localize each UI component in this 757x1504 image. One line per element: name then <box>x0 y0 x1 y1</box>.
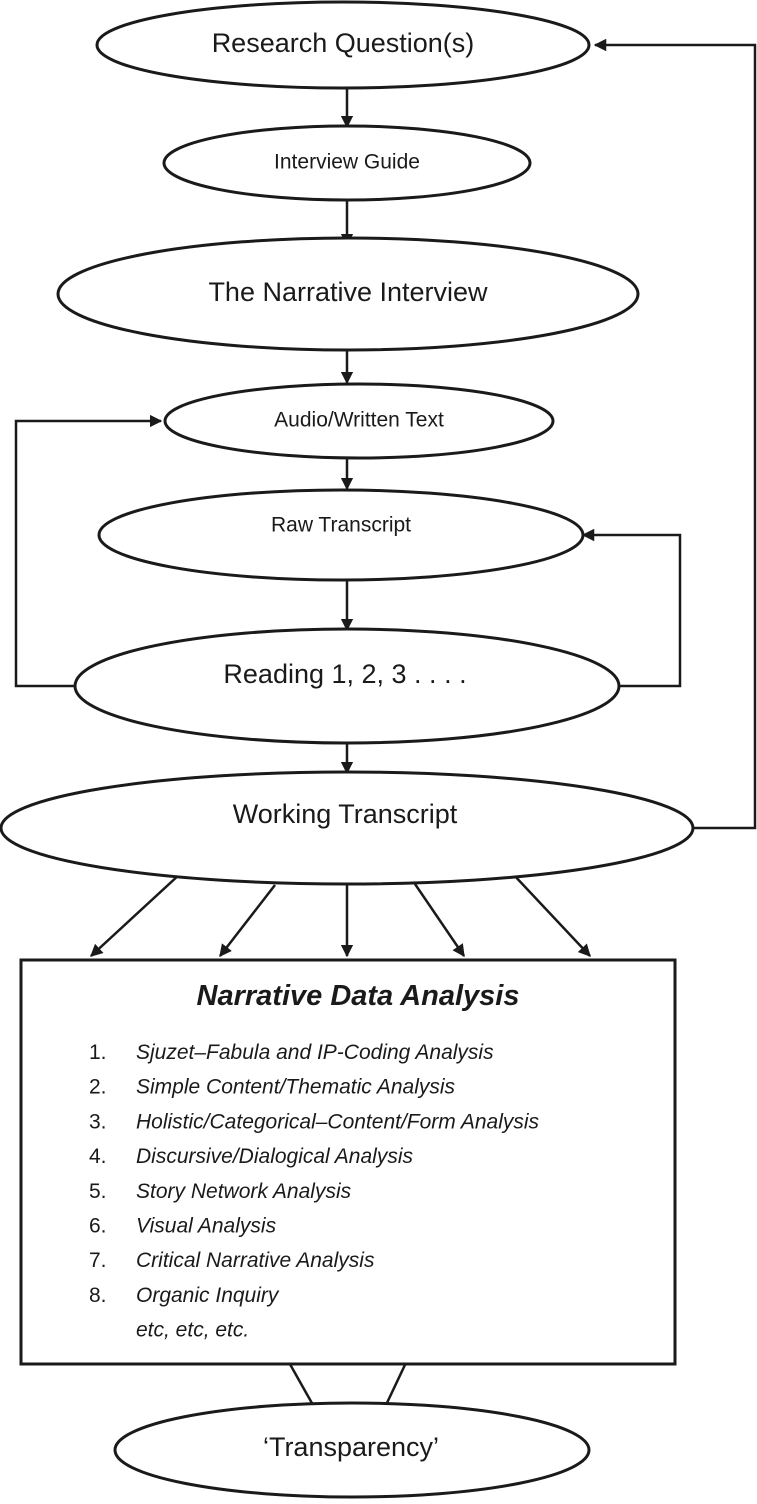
analysis-item-text: Critical Narrative Analysis <box>136 1249 375 1272</box>
analysis-item-text: Sjuzet–Fabula and IP-Coding Analysis <box>136 1041 494 1064</box>
node-research-question: Research Question(s) <box>95 0 591 90</box>
node-audio-written-text: Audio/Written Text <box>163 382 555 460</box>
analysis-item: 1. Sjuzet–Fabula and IP-Coding Analysis <box>89 1041 494 1064</box>
analysis-item-text: Visual Analysis <box>136 1215 277 1238</box>
analysis-item-number: 5. <box>89 1180 107 1203</box>
node-reading: Reading 1, 2, 3 . . . . <box>73 627 621 745</box>
node-narrative-interview: The Narrative Interview <box>56 236 640 352</box>
analysis-item-text: Organic Inquiry <box>136 1284 280 1307</box>
analysis-item-number: 8. <box>89 1284 107 1307</box>
edge-reading-feedback-audio <box>14 414 163 688</box>
node-label: Reading 1, 2, 3 . . . . <box>223 659 466 689</box>
analysis-box-title: Narrative Data Analysis <box>197 980 520 1012</box>
analysis-item: etc, etc, etc. <box>136 1319 249 1342</box>
edge-working-to-analysis-1 <box>90 873 181 957</box>
analysis-item-text: Story Network Analysis <box>136 1180 352 1203</box>
node-label: Interview Guide <box>274 151 420 174</box>
edge-working-feedback-research <box>593 38 757 830</box>
edge-working-to-analysis-2 <box>219 884 276 957</box>
node-label: Research Question(s) <box>212 28 475 58</box>
analysis-item-list: 1. Sjuzet–Fabula and IP-Coding Analysis 2.… <box>89 1041 540 1342</box>
analysis-item-text: Simple Content/Thematic Analysis <box>136 1076 456 1099</box>
analysis-item-number: 2. <box>89 1076 107 1099</box>
node-label: ‘Transparency’ <box>263 1432 439 1462</box>
analysis-item-text: Discursive/Dialogical Analysis <box>136 1145 413 1168</box>
analysis-item-text: etc, etc, etc. <box>136 1319 249 1342</box>
analysis-item: 5. Story Network Analysis <box>89 1180 352 1203</box>
node-transparency: ‘Transparency’ <box>113 1401 591 1499</box>
analysis-item-number: 6. <box>89 1215 107 1238</box>
analysis-item-number: 1. <box>89 1041 107 1064</box>
node-label: Audio/Written Text <box>274 409 444 432</box>
analysis-item: 2. Simple Content/Thematic Analysis <box>89 1076 456 1099</box>
edge-working-to-analysis-4 <box>413 883 466 958</box>
edge-working-to-analysis-5 <box>511 872 591 957</box>
analysis-item-text: Holistic/Categorical–Content/Form Analys… <box>136 1110 540 1133</box>
analysis-item-number: 4. <box>89 1145 107 1168</box>
analysis-box: Narrative Data Analysis 1. Sjuzet–Fabula … <box>19 958 677 1366</box>
analysis-item: 6. Visual Analysis <box>89 1215 277 1238</box>
node-interview-guide: Interview Guide <box>162 124 532 202</box>
node-raw-transcript: Raw Transcript <box>97 488 585 582</box>
analysis-item-number: 3. <box>89 1110 107 1133</box>
analysis-item-number: 7. <box>89 1249 107 1272</box>
node-working-transcript: Working Transcript <box>0 770 695 886</box>
node-label: The Narrative Interview <box>208 277 488 307</box>
node-label: Raw Transcript <box>271 514 411 537</box>
edge-reading-feedback-raw <box>581 528 682 688</box>
analysis-item: 8. Organic Inquiry <box>89 1284 280 1307</box>
analysis-item: 7. Critical Narrative Analysis <box>89 1249 375 1272</box>
node-label: Working Transcript <box>233 799 458 829</box>
analysis-item: 3. Holistic/Categorical–Content/Form Anal… <box>89 1110 540 1133</box>
analysis-item: 4. Discursive/Dialogical Analysis <box>89 1145 413 1168</box>
